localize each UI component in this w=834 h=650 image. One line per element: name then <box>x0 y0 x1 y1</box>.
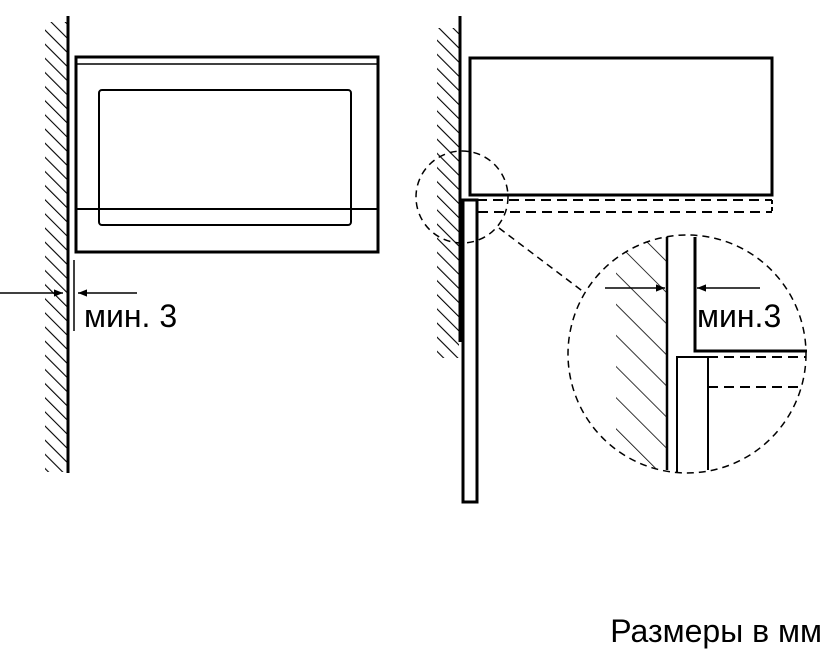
cabinet-body <box>468 56 774 197</box>
detail-circle <box>567 234 807 474</box>
min-clearance-label: мин.3 <box>697 298 781 334</box>
microwave-front <box>74 55 380 254</box>
detail-marker-circle <box>415 150 509 244</box>
min-clearance-label: мин. 3 <box>84 298 177 334</box>
units-note: Размеры в мм <box>610 613 822 649</box>
wall-hatching <box>616 238 666 473</box>
microwave-window <box>98 89 352 226</box>
panel-edge <box>676 356 709 473</box>
wall-hatching <box>437 28 459 358</box>
cabinet-edge <box>693 237 807 353</box>
side-panel <box>461 198 479 504</box>
detail-view: мин.3 <box>567 234 807 474</box>
side-view <box>415 16 774 504</box>
wall-hatching <box>45 22 67 472</box>
left-view: мин. 3 <box>0 16 380 473</box>
detail-leader-line <box>498 227 586 294</box>
